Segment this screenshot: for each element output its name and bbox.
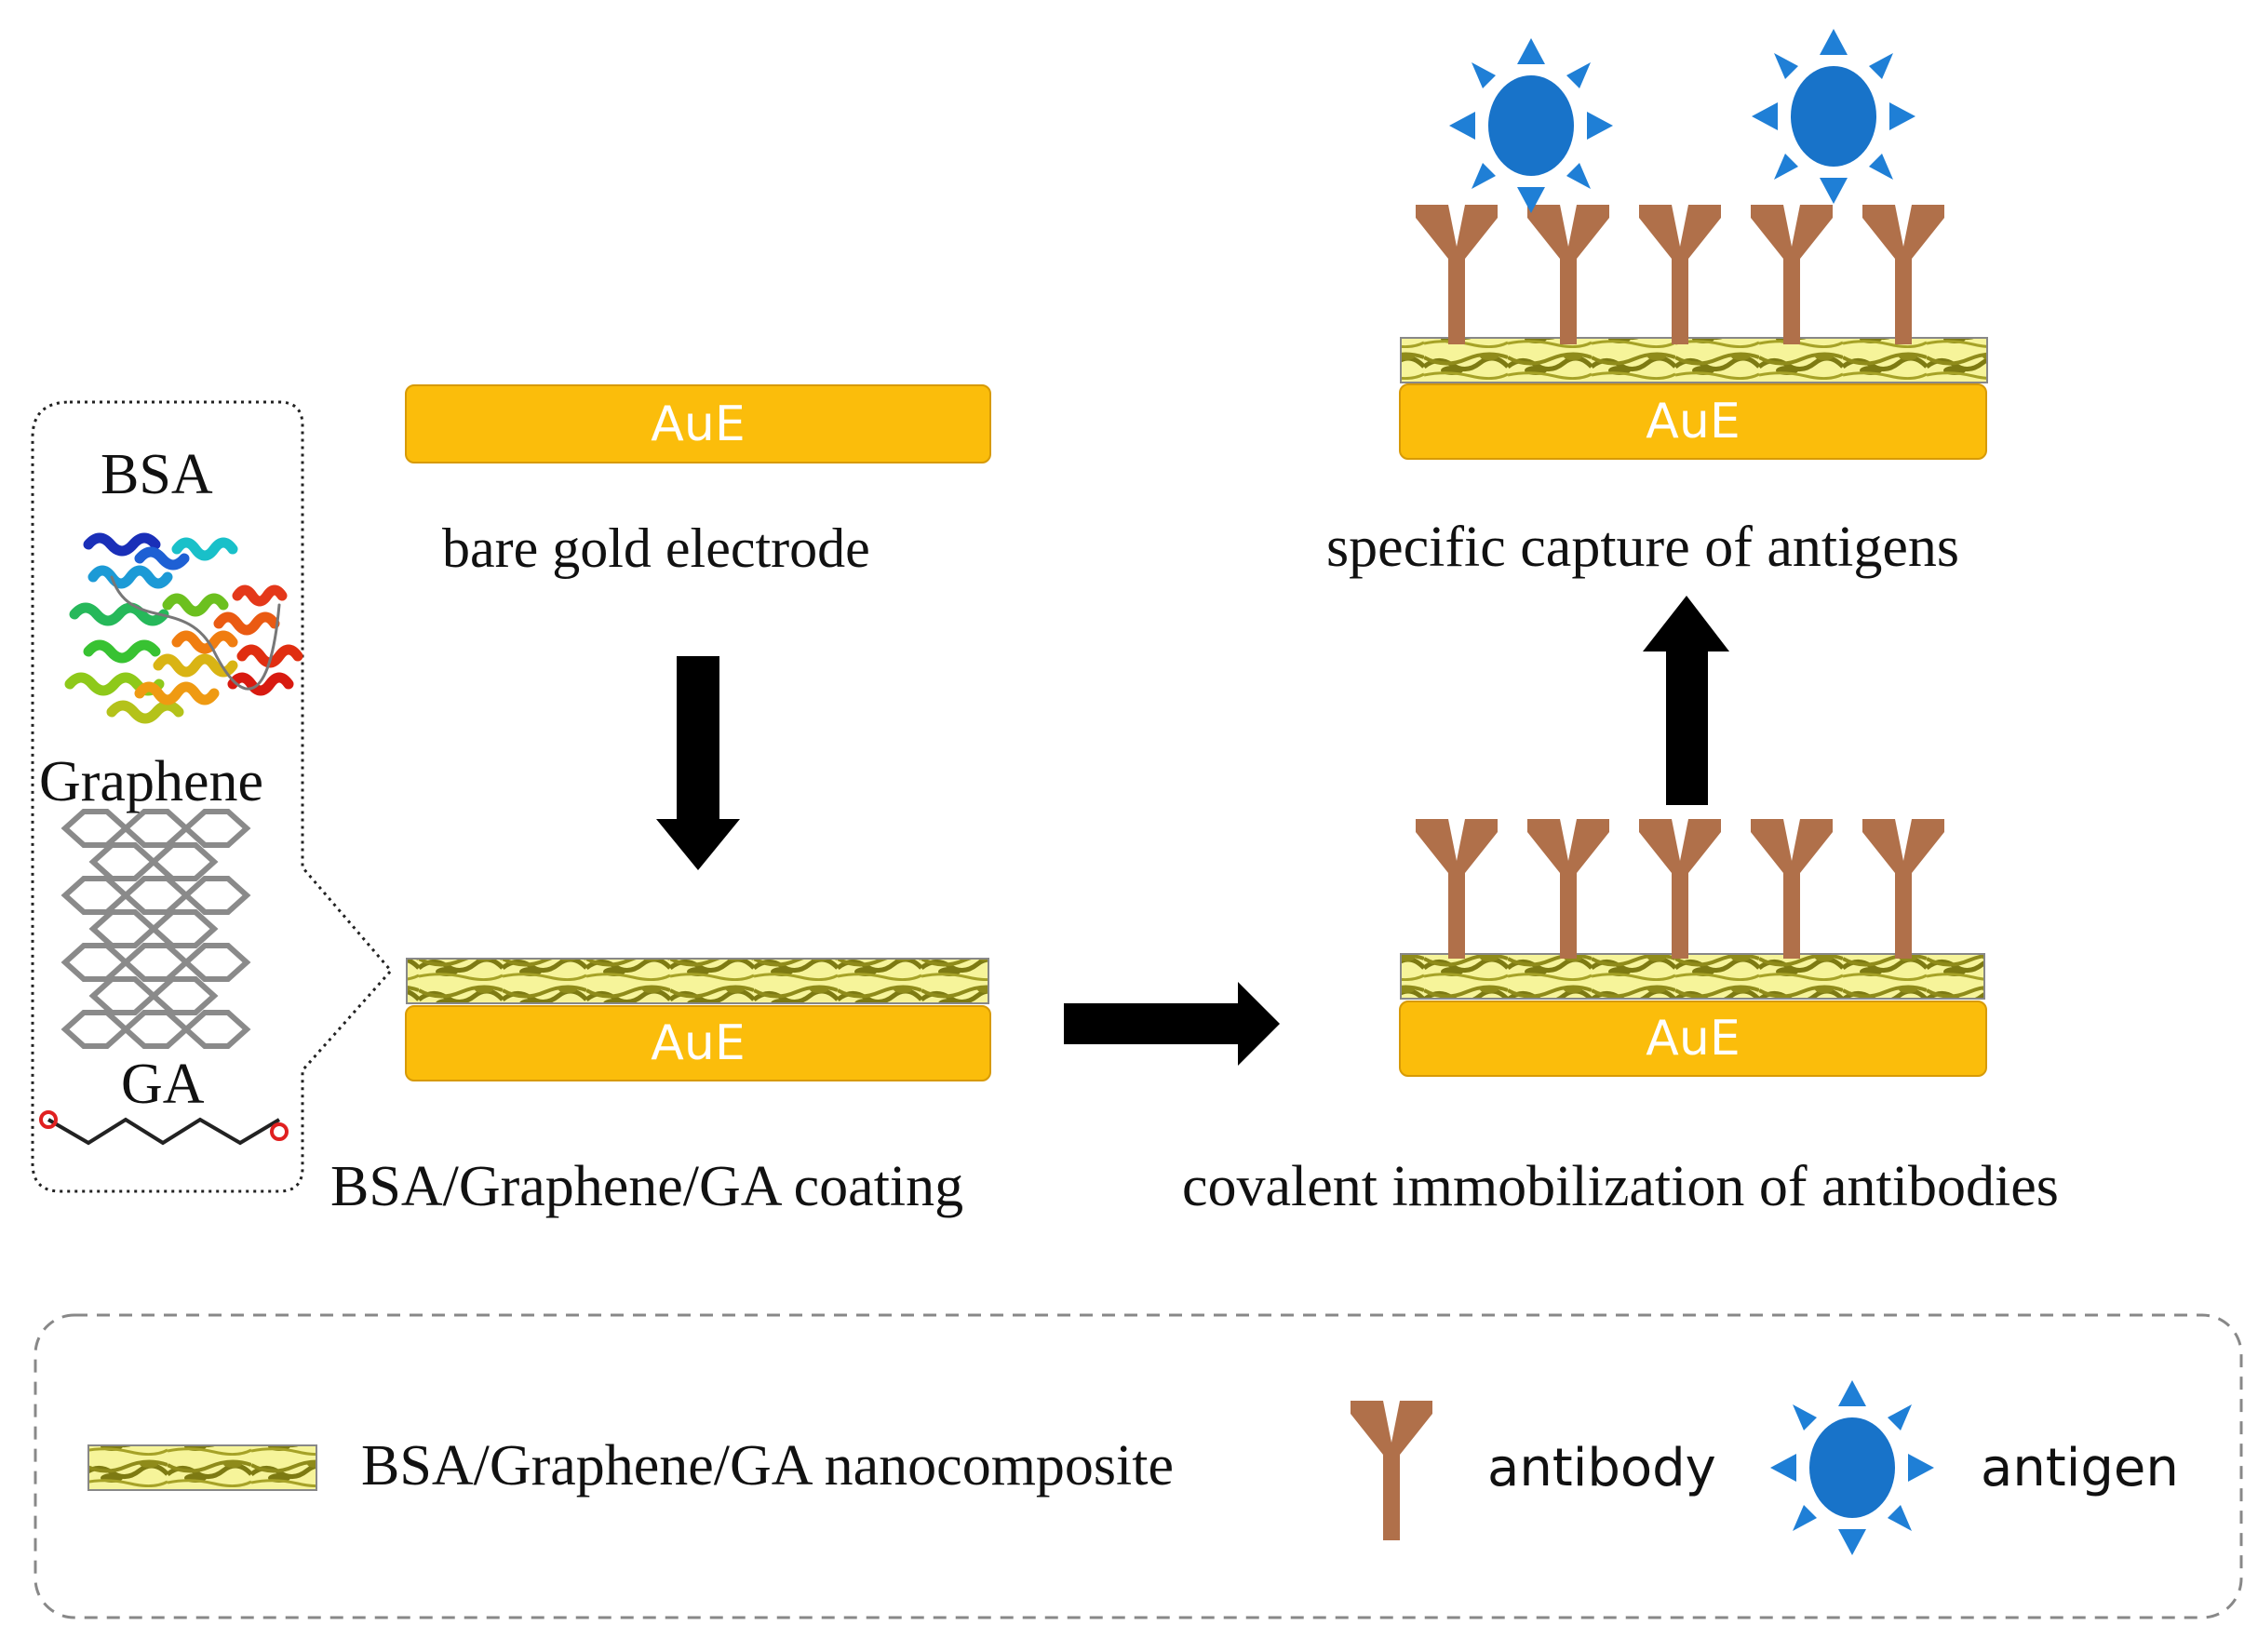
electrode-immobilization: AuE (1399, 1001, 1987, 1077)
composite-layer-coating (406, 958, 989, 1004)
legend-antigen-label: antigen (1981, 1438, 2179, 1498)
composite-layer-immobilization (1400, 953, 1985, 1000)
antigen-icon (1770, 1380, 1934, 1555)
antigen-icon (1752, 29, 1915, 204)
electrode-bare: AuE (405, 384, 991, 463)
antibody-icon (1527, 205, 1609, 344)
graphene-lattice-icon (60, 809, 251, 1049)
electrode-capture: AuE (1399, 383, 1987, 460)
antibody-icon (1751, 819, 1833, 959)
inset-ga-label: GA (121, 1053, 205, 1116)
legend-antibody-label: antibody (1487, 1438, 1716, 1498)
legend-nanocomposite-label: BSA/Graphene/GA nanocomposite (361, 1434, 1175, 1498)
glutaraldehyde-molecule-icon (39, 1110, 289, 1146)
electrode-coating: AuE (405, 1005, 991, 1081)
step-capture-caption: specific capture of antigens (1326, 516, 1959, 579)
electrode-label: AuE (1646, 1011, 1741, 1067)
legend-nanocomposite-swatch (87, 1444, 317, 1491)
antibody-icon (1527, 819, 1609, 959)
electrode-label: AuE (1646, 394, 1741, 450)
antibody-icon (1862, 205, 1944, 344)
antibody-icon (1639, 819, 1721, 959)
inset-bsa-label: BSA (101, 443, 213, 506)
antibody-icon (1351, 1401, 1432, 1540)
electrode-label: AuE (651, 396, 746, 452)
antibody-row-capture (1416, 205, 1944, 344)
step-immobilization-caption: covalent immobilization of antibodies (1182, 1155, 2059, 1218)
antibody-icon (1416, 205, 1498, 344)
inset-graphene-label: Graphene (39, 750, 263, 813)
antibody-icon (1416, 819, 1498, 959)
antibody-icon (1751, 205, 1833, 344)
antibody-icon (1639, 205, 1721, 344)
step-bare-caption: bare gold electrode (442, 517, 870, 579)
arrow-down (656, 656, 740, 870)
protein-structure-icon (64, 532, 303, 724)
composite-layer-capture (1400, 337, 1988, 383)
antigen-icon (1449, 38, 1613, 213)
legend-frame (34, 1313, 2243, 1619)
arrow-right (1064, 982, 1280, 1066)
step-coating-caption: BSA/Graphene/GA coating (330, 1155, 964, 1218)
electrode-label: AuE (651, 1015, 746, 1071)
antibody-icon (1862, 819, 1944, 959)
antibody-row-immobilization (1416, 819, 1944, 959)
arrow-up (1643, 596, 1729, 805)
